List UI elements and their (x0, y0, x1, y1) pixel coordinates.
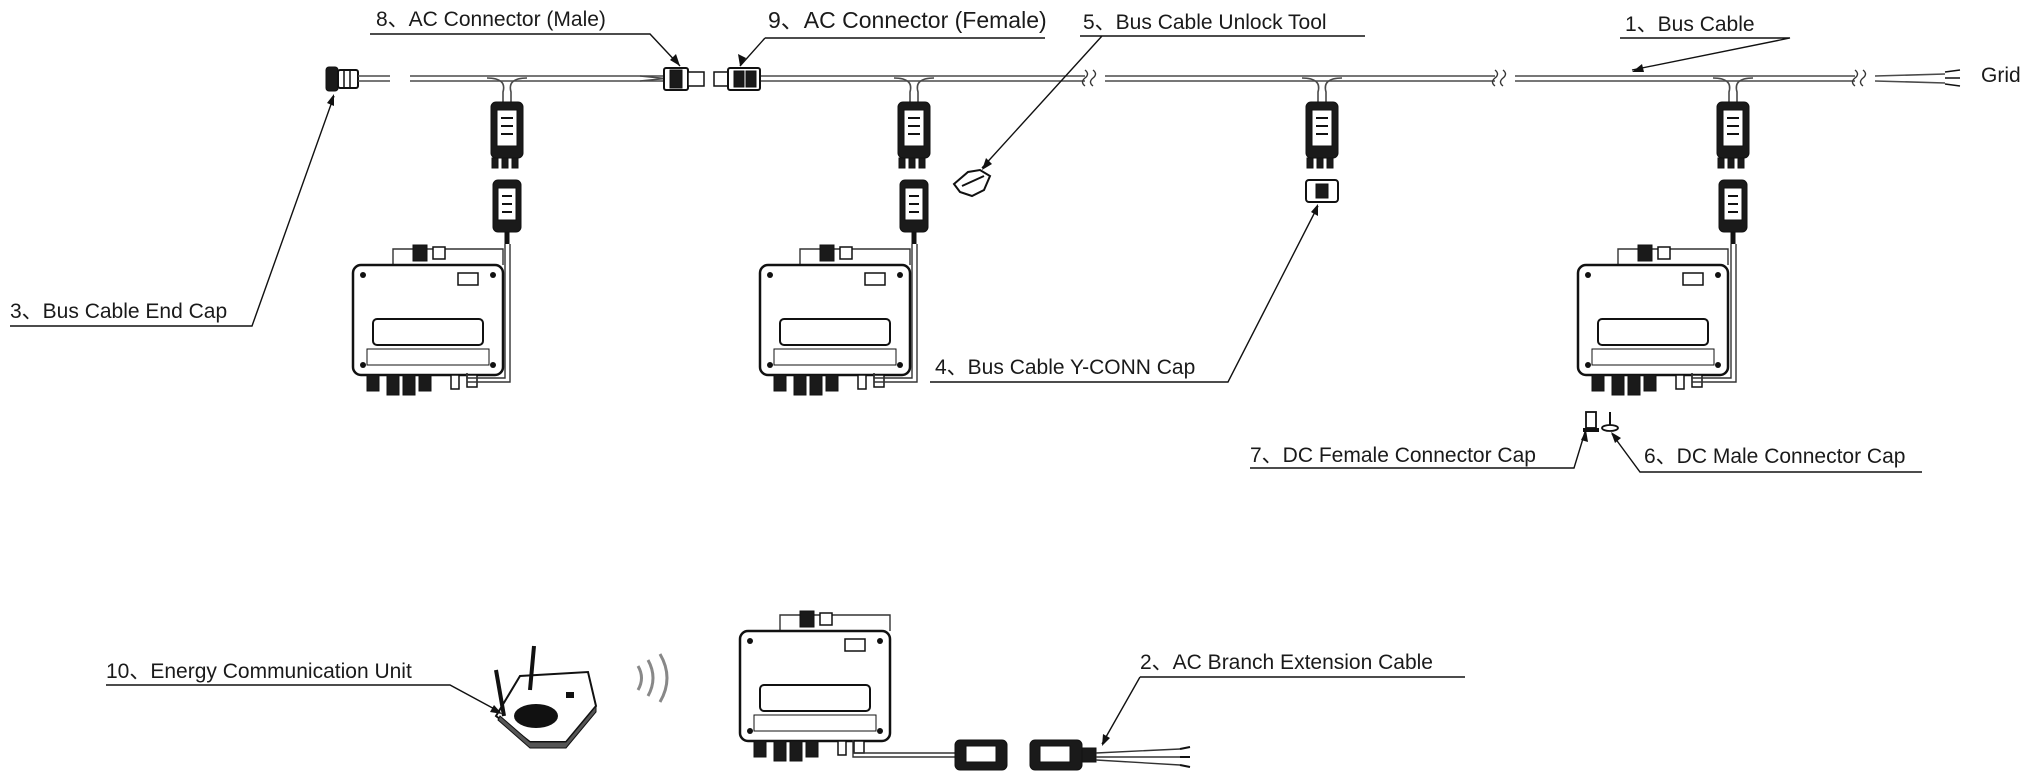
leader-lines (10, 33, 1922, 746)
y-conn-cap-icon (1305, 179, 1339, 203)
label-energy-communication-unit: 10、Energy Communication Unit (106, 660, 412, 683)
grid-wires (1944, 69, 1961, 87)
cable-break-icon (1081, 69, 1867, 87)
label-ac-connector-female: 9、AC Connector (Female) (768, 7, 1047, 33)
ac-connector-female-icon (713, 67, 761, 91)
label-grid: Grid (1981, 64, 2021, 87)
label-dc-male-connector-cap: 6、DC Male Connector Cap (1644, 445, 1905, 468)
ac-branch-extension-icon (852, 739, 1191, 771)
wireless-signal-icon (636, 653, 669, 703)
y-connector-icon (486, 77, 1754, 169)
label-ac-connector-male: 8、AC Connector (Male) (376, 8, 606, 31)
label-ac-branch-extension-cable: 2、AC Branch Extension Cable (1140, 651, 1433, 674)
bus-cable (410, 73, 1946, 84)
ecu-router-icon (494, 645, 598, 749)
ac-connector-male-icon (639, 67, 705, 91)
unlock-tool-icon (952, 168, 992, 198)
inverter-ac-cable (466, 244, 1737, 383)
label-bus-cable: 1、Bus Cable (1625, 13, 1755, 36)
label-bus-cable-unlock-tool: 5、Bus Cable Unlock Tool (1083, 11, 1327, 34)
label-dc-female-connector-cap: 7、DC Female Connector Cap (1250, 444, 1536, 467)
label-bus-cable-y-conn-cap: 4、Bus Cable Y-CONN Cap (935, 356, 1195, 379)
ac-plug-icon (493, 180, 1747, 244)
label-bus-cable-end-cap: 3、Bus Cable End Cap (10, 300, 227, 323)
dc-cap-icon (1583, 411, 1619, 432)
end-cap-icon (325, 66, 390, 92)
